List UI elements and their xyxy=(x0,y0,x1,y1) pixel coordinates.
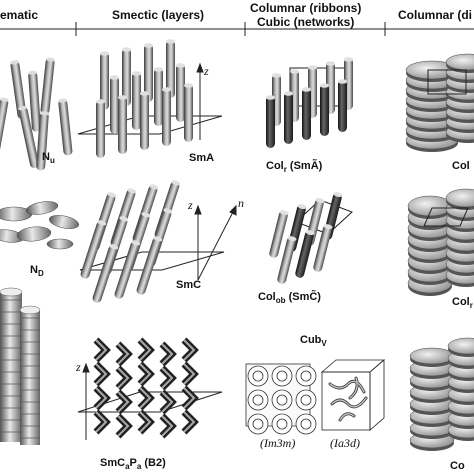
sma-rod xyxy=(144,43,153,102)
smc-layer-plane xyxy=(79,251,225,271)
bent-core-stack xyxy=(159,341,177,439)
cubic-ring xyxy=(295,365,317,387)
label-smc: SmC xyxy=(176,279,202,291)
smcapa-layer-plane xyxy=(77,391,223,413)
smcapa-bent-core-stacks xyxy=(93,337,199,439)
sma-rod xyxy=(166,39,175,98)
disk-column xyxy=(445,188,474,287)
cubic-ring xyxy=(295,389,317,411)
label-n-smc: n xyxy=(238,196,244,210)
colob-rod xyxy=(277,236,297,284)
disk-column xyxy=(445,53,474,143)
bent-core-stack xyxy=(93,337,111,435)
cubic-ring xyxy=(271,413,293,435)
header-rule xyxy=(0,22,474,36)
disk-column xyxy=(405,60,459,152)
cub-im3m-lattice xyxy=(245,363,317,435)
smc-rods xyxy=(80,180,181,303)
header-smectic: Smectic (layers) xyxy=(112,8,205,22)
colr-rods xyxy=(266,57,353,148)
disk-column xyxy=(447,337,474,441)
label-smcapa: SmCaPa (B2) xyxy=(100,457,166,472)
sma-rod xyxy=(140,91,149,150)
nematic-stacked-column xyxy=(0,287,41,445)
sma-rod xyxy=(184,83,193,142)
cub-ia3d-network xyxy=(320,359,386,431)
label-nu: Nu xyxy=(42,151,55,166)
colob-rod xyxy=(295,230,315,278)
bent-core-stack xyxy=(181,337,199,435)
label-colr: Colr (SmÃ) xyxy=(266,160,323,175)
label-ia3d: (Ia3d) xyxy=(330,436,360,450)
nd-disk-cluster xyxy=(0,201,79,250)
colr-rod xyxy=(284,91,293,144)
colob-oblique-frame xyxy=(295,199,353,235)
label-col-bottom: Co xyxy=(450,460,465,472)
sma-rod xyxy=(122,47,131,106)
bent-core-stack xyxy=(137,337,155,435)
label-z-smcapa: z xyxy=(76,360,81,374)
cubic-ring xyxy=(247,365,269,387)
colr-rod xyxy=(320,83,329,136)
header-nematic: ematic xyxy=(0,8,39,22)
label-sma: SmA xyxy=(189,152,215,164)
sma-rod xyxy=(118,95,127,154)
label-colr-disk: Colr xyxy=(452,296,473,311)
label-z-sma: z xyxy=(204,64,209,78)
sma-rod xyxy=(176,63,185,122)
cubic-ring xyxy=(271,389,293,411)
colr-rod xyxy=(302,87,311,140)
colr-rod xyxy=(266,95,275,148)
bent-core-stack xyxy=(115,341,133,439)
smc-rod xyxy=(136,236,163,295)
smcapa-z-axis xyxy=(82,362,90,440)
sma-rod xyxy=(110,75,119,134)
smc-rod xyxy=(92,244,119,303)
header-columnar-disks: Columnar (di xyxy=(398,8,472,22)
smc-axes xyxy=(194,204,237,281)
label-colob: Colob (SmC̃) xyxy=(258,291,321,306)
label-colh: Col xyxy=(452,160,470,172)
sma-rods xyxy=(96,39,193,158)
cubic-ring xyxy=(247,413,269,435)
label-im3m: (Im3m) xyxy=(260,436,296,450)
colob-rod xyxy=(313,224,333,272)
label-z-smc: z xyxy=(188,198,193,212)
disk-column xyxy=(409,347,455,451)
nu-rod-cluster xyxy=(0,57,73,171)
cubic-ring xyxy=(271,365,293,387)
sma-rod xyxy=(132,71,141,130)
colr-rod xyxy=(338,79,347,132)
cubic-ring xyxy=(247,389,269,411)
smc-rod xyxy=(114,240,141,299)
sma-z-axis xyxy=(196,62,204,140)
sma-rod xyxy=(96,99,105,158)
sma-rod xyxy=(100,51,109,110)
cubic-ring xyxy=(295,413,317,435)
colob-rods xyxy=(269,192,343,284)
header-cubic-networks: Cubic (networks) xyxy=(257,15,355,29)
colr-disk-stacks xyxy=(407,188,474,296)
label-nd: ND xyxy=(30,264,44,279)
sma-rod xyxy=(162,87,171,146)
disk-column xyxy=(407,195,453,296)
label-cubv: CubV xyxy=(300,334,327,349)
col-disk-stacks-bottom xyxy=(409,337,474,451)
sma-rod xyxy=(154,67,163,126)
smc-rod xyxy=(80,220,107,279)
colob-rod xyxy=(269,210,289,258)
colh-disk-stacks xyxy=(405,53,474,152)
header-columnar-ribbons: Columnar (ribbons) xyxy=(250,1,362,15)
